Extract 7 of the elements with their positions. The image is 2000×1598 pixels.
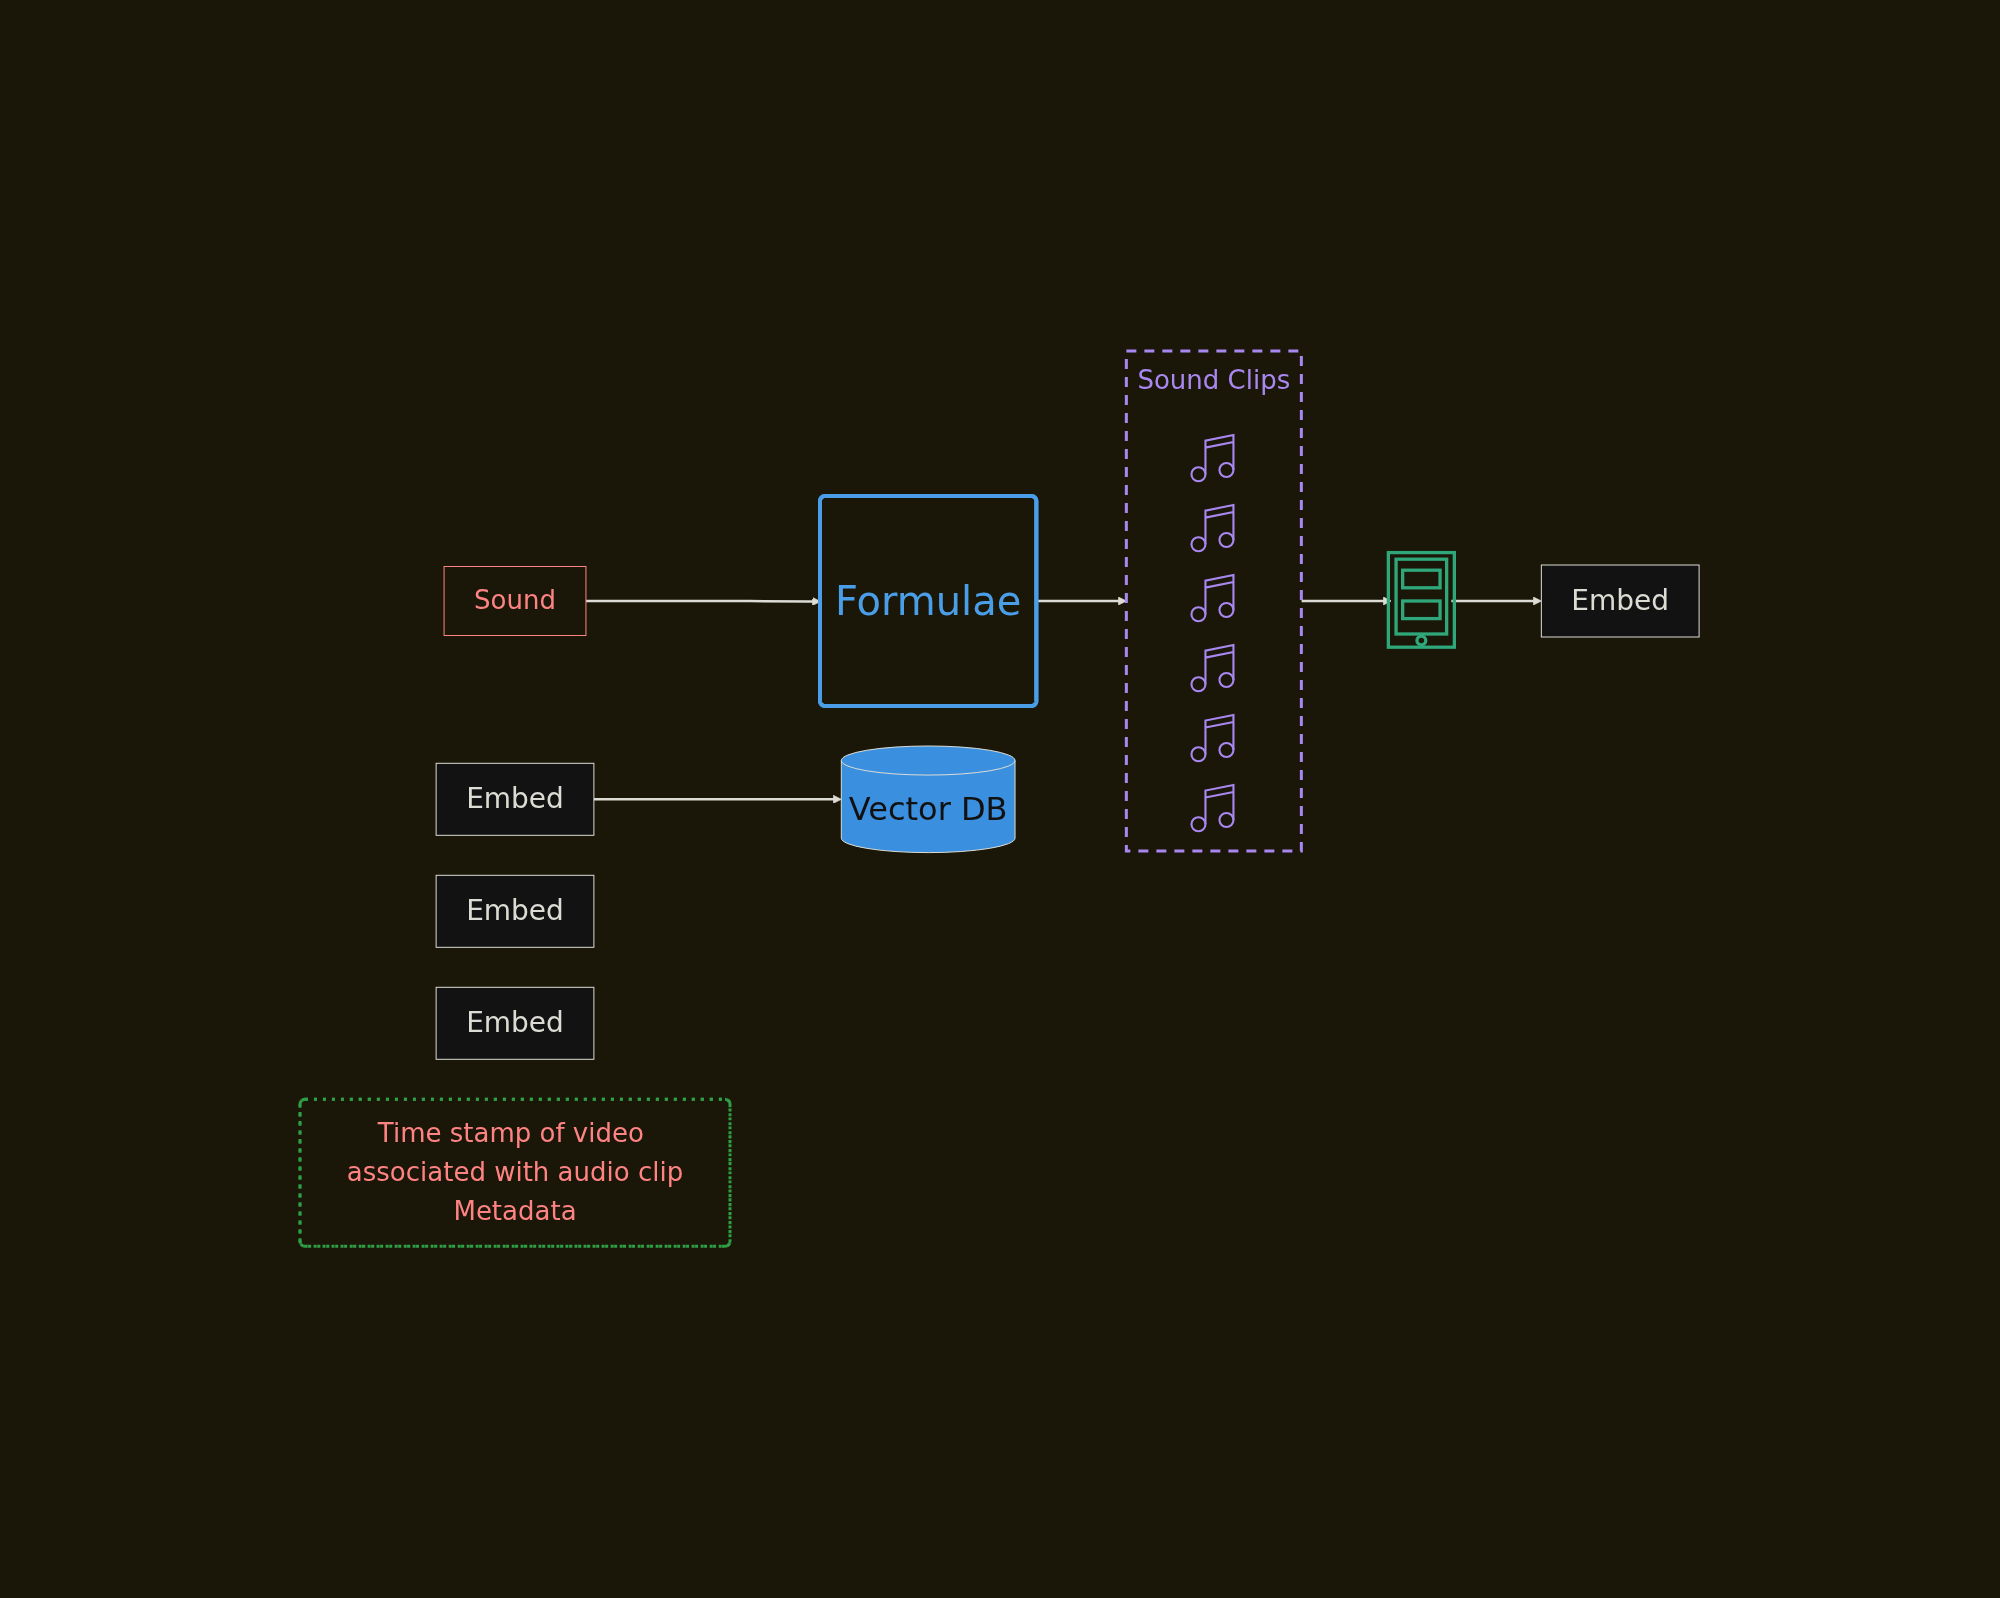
cluster: Sound Clips — [1125, 349, 1304, 853]
arrow — [594, 795, 843, 805]
node-box: Embed — [436, 875, 595, 949]
node-box: Embed — [436, 987, 595, 1061]
node-box: Sound — [444, 566, 587, 637]
node-box: Embed — [436, 763, 595, 837]
node-box: Embed — [1541, 564, 1701, 638]
